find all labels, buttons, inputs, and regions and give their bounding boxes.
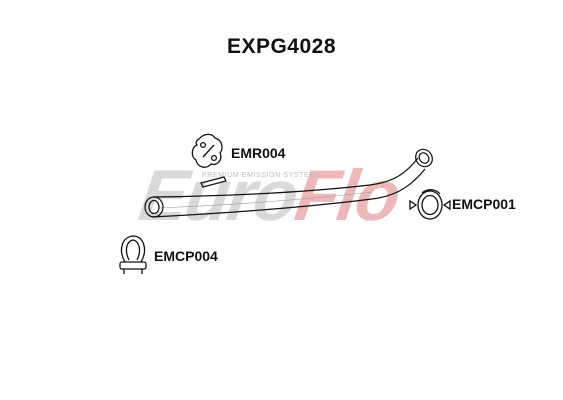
part-label-emcp001: EMCP001 bbox=[452, 196, 516, 212]
exhaust-clamp-icon bbox=[409, 189, 451, 220]
rubber-mount-icon bbox=[191, 133, 223, 168]
exhaust-pipe-icon bbox=[144, 148, 433, 218]
part-label-emr004: EMR004 bbox=[231, 145, 286, 161]
part-number-title: EXPG4028 bbox=[226, 35, 337, 58]
u-clamp-icon bbox=[119, 235, 147, 274]
watermark-tagline: PREMIUM EMISSION SYSTEMS bbox=[202, 172, 322, 179]
part-label-emcp004: EMCP004 bbox=[154, 248, 218, 264]
